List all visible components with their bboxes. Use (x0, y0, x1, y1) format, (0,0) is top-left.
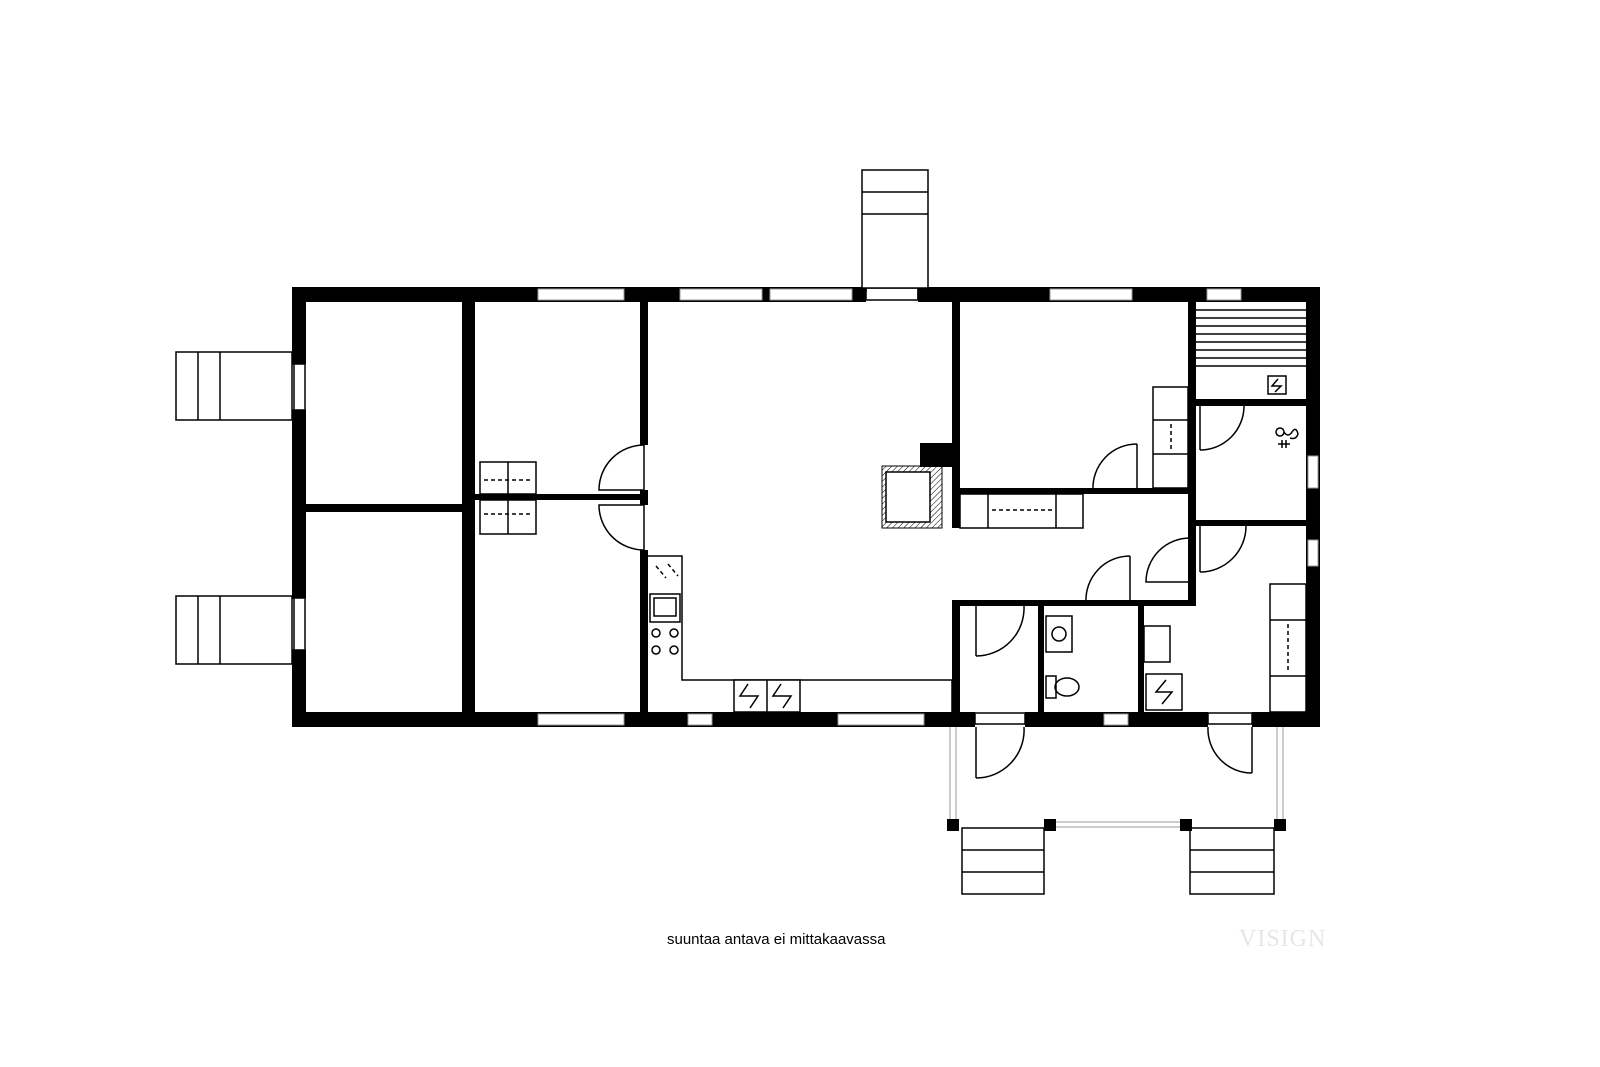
watermark-logo: VISIGN (1239, 926, 1327, 952)
interior-walls (306, 302, 1306, 712)
sauna-stove-icon (1267, 375, 1287, 395)
toilet-icon (1045, 675, 1057, 699)
fireplace (881, 443, 952, 529)
washbasin-icon (1045, 615, 1073, 653)
scale-note: suuntaa antava ei mittakaavassa (667, 931, 886, 948)
kitchen (648, 555, 953, 713)
steps (175, 169, 1275, 895)
terrace (947, 727, 1286, 831)
door-openings (291, 286, 1253, 728)
wardrobes (479, 386, 1307, 713)
sauna-bench (1196, 309, 1306, 395)
shower-icon (1275, 427, 1299, 448)
windows (537, 288, 1319, 726)
bathroom-fixtures (1045, 615, 1183, 711)
